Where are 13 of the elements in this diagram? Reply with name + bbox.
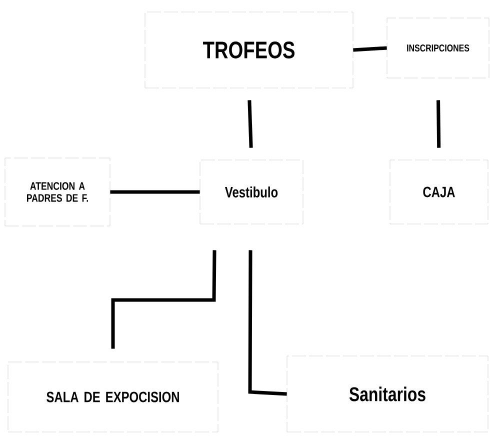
connector-line bbox=[248, 100, 253, 148]
room-box: TROFEOS bbox=[144, 12, 354, 88]
room-box: Sanitarios bbox=[286, 356, 488, 432]
connector-line bbox=[436, 100, 441, 148]
room-box: ATENCION A PADRES DE F. bbox=[4, 158, 110, 226]
connector-line bbox=[248, 250, 287, 396]
connector-line bbox=[110, 190, 200, 194]
room-box: SALA DE EXPOCISION bbox=[8, 362, 218, 432]
connector-line bbox=[353, 46, 387, 52]
connector-line bbox=[111, 250, 216, 349]
room-box: Vestibulo bbox=[200, 160, 304, 224]
room-box: CAJA bbox=[390, 160, 488, 224]
room-box: INSCRIPCIONES bbox=[386, 18, 490, 78]
